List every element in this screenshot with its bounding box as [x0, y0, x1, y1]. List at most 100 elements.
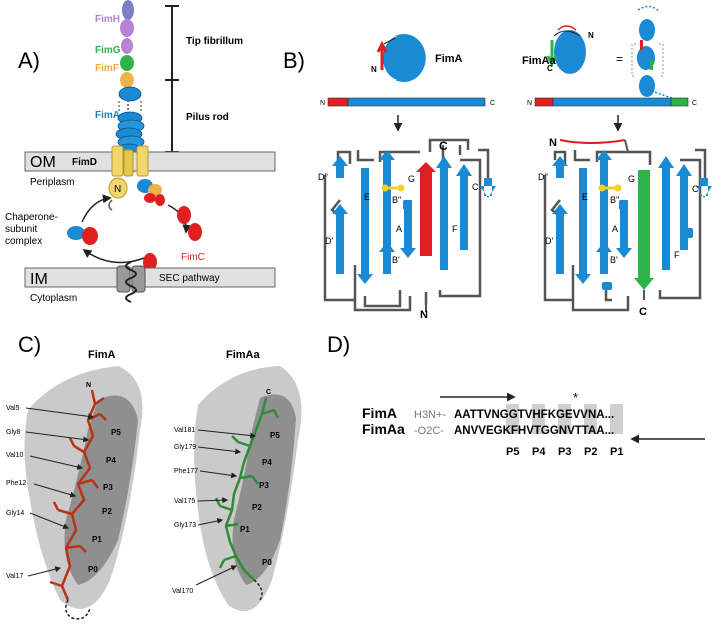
seq-position-p3: P3 — [558, 446, 571, 458]
fima-pocket-p2: P2 — [102, 507, 112, 516]
fimd-usher: N — [108, 145, 165, 211]
panel-a: A) FimH FimG FimF FimA — [5, 0, 276, 304]
seq-fima-residues: AATTVNGGTVHFKGEVVNA... — [454, 409, 614, 421]
fimaa-residue-gly179: Gly179 — [174, 444, 196, 451]
fima-topology-c: C — [439, 139, 448, 153]
fima-pocket-groove — [64, 395, 138, 585]
im-label: IM — [30, 271, 48, 288]
fimf-label: FimF — [95, 63, 119, 74]
fima-strand-g: G — [408, 174, 415, 184]
pocket-fima-terminus: N — [86, 382, 91, 389]
fima-domain-icon: N — [371, 34, 426, 82]
fima-strand-b1: B' — [392, 255, 400, 265]
outer-membrane — [24, 151, 276, 172]
seq-fima-prefix: H3N+- — [414, 409, 446, 421]
fimaa-pocket-p0: P0 — [262, 558, 272, 567]
seq-position-p2: P2 — [584, 446, 597, 458]
fimaa-residue-val170: Val170 — [172, 588, 193, 595]
panel-b: B) N FimA N C N C FimAa = — [283, 5, 712, 321]
fimaa-pocket-p4: P4 — [262, 458, 272, 467]
fimaa-strand-b1: B' — [610, 255, 618, 265]
fima-pocket-p3: P3 — [103, 483, 113, 492]
fima-title: FimA — [435, 53, 463, 65]
fimaa-residue-val175: Val175 — [174, 498, 195, 505]
fimaa-pocket-p3: P3 — [259, 481, 269, 490]
fima-pocket-p4: P4 — [106, 456, 116, 465]
fima-strand-f: F — [452, 224, 458, 234]
fima-bar-c: C — [490, 100, 495, 107]
length-brackets — [165, 5, 179, 153]
fimaa-residue-phe177: Phe177 — [174, 468, 198, 475]
pocket-fima-title: FimA — [88, 349, 116, 361]
chaperone-label-line2: subunit — [5, 224, 37, 235]
panel-a-letter: A) — [18, 48, 40, 73]
fimaa-title: FimAa — [522, 55, 557, 67]
fimaa-topology-n: N — [549, 137, 557, 149]
fimf-subunit — [120, 72, 134, 88]
fima-icon-n-label: N — [371, 65, 377, 74]
fima-bar-n: N — [320, 100, 325, 107]
fimaa-residue-gly173: Gly173 — [174, 522, 196, 529]
fima-residue-val5: Val5 — [6, 405, 20, 412]
panel-b-letter: B) — [283, 48, 305, 73]
fima-residue-phe12: Phe12 — [6, 480, 26, 487]
seq-position-p4: P4 — [532, 446, 546, 458]
tip-fibrillum-label: Tip fibrillum — [186, 36, 243, 47]
cytoplasm-label: Cytoplasm — [30, 293, 77, 304]
fimh-pilin-domain — [121, 38, 133, 54]
fimaa-strand-d2: D'' — [538, 172, 548, 182]
panel-c: C) FimA FimAa N C P5 P4 P3 P2 P1 P0 — [6, 332, 302, 620]
panel-c-letter: C) — [18, 332, 41, 357]
fimaa-strand-g: G — [628, 174, 635, 184]
fima-strand-d2: D'' — [318, 172, 328, 182]
seq-fima-name: FimA — [362, 405, 397, 421]
chaperone-label-line1: Chaperone- — [5, 212, 58, 223]
fima-topology — [323, 138, 496, 312]
fima-strand-d1: D' — [325, 236, 333, 246]
fimh-label: FimH — [95, 14, 120, 25]
fimaa-residue-val181: Val181 — [174, 427, 195, 434]
fima-pocket-p5: P5 — [111, 428, 121, 437]
fima-strand-a: A — [396, 224, 402, 234]
fimc-label: FimC — [181, 252, 205, 263]
fimaa-topology — [543, 139, 712, 312]
fimaa-pocket-p1: P1 — [240, 525, 250, 534]
fima-strand-e: E — [364, 192, 370, 202]
periplasm-label: Periplasm — [30, 177, 74, 188]
fima-pocket-p0: P0 — [88, 565, 98, 574]
fimaa-domain-icon: N C — [546, 25, 594, 74]
fimaa-pocket-p2: P2 — [252, 503, 262, 512]
fimaa-pocket-p5: P5 — [270, 431, 280, 440]
fimaa-peptide — [214, 397, 280, 581]
fima-residue-val17: Val17 — [6, 573, 23, 580]
pilus-tip — [120, 0, 134, 110]
fimaa-dimer-icon — [631, 5, 691, 103]
fimaa-strand-e: E — [582, 192, 588, 202]
fima-sequence-bar: N C — [320, 97, 495, 107]
pocket-position-highlights — [506, 404, 623, 434]
fimaa-bar-n: N — [527, 100, 532, 107]
fimaa-icon-n-label: N — [588, 31, 594, 40]
fima-topology-n: N — [420, 309, 428, 321]
fimaa-strand-f: F — [674, 250, 680, 260]
pilus-rod-label: Pilus rod — [186, 112, 229, 123]
fimaa-bar-c: C — [692, 100, 697, 107]
fimaa-strand-b2: B'' — [610, 195, 620, 205]
om-label: OM — [30, 154, 56, 171]
fima-strand-b2: B'' — [392, 195, 402, 205]
fima-pocket-p1: P1 — [92, 535, 102, 544]
pocket-fimaa-terminus: C — [266, 389, 271, 396]
sec-translocon — [116, 261, 146, 303]
fimaa-strand-c: C — [692, 184, 699, 194]
pocket-fimaa-title: FimAa — [226, 349, 261, 361]
fimh-lectin-domain — [122, 0, 134, 20]
chaperone-cycle — [67, 194, 202, 271]
fimh-subunit — [120, 19, 134, 37]
fimaa-pocket-groove — [232, 394, 296, 585]
inner-membrane — [24, 267, 276, 288]
chaperone-label-line3: complex — [5, 236, 42, 247]
seq-fimaa-name: FimAa — [362, 421, 405, 437]
equals-sign: = — [616, 52, 623, 66]
seq-position-p1: P1 — [610, 446, 623, 458]
